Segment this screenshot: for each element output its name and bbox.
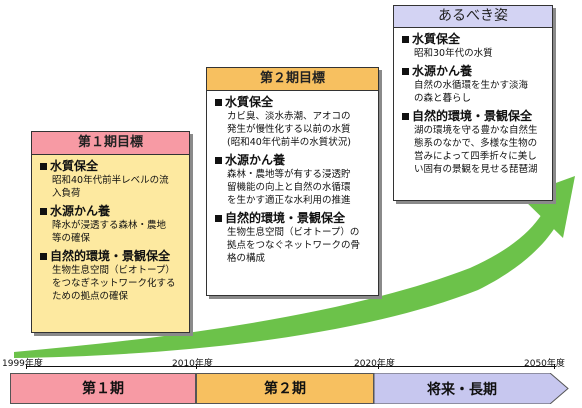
- timeline-tick: [378, 364, 379, 369]
- section-heading: 自然的環境・景観保全: [50, 249, 171, 263]
- year-label-2020: 2020年度: [354, 359, 395, 369]
- square-bullet-icon: [402, 113, 409, 120]
- phase2-landscape-section: 自然的環境・景観保全 生物生息空間（ビオトープ）の拠点をつなぐネットワークの骨格…: [215, 211, 372, 265]
- section-text: 降水が浸透する森林・農地等の確保: [52, 220, 167, 244]
- period-3-shape: [374, 373, 569, 404]
- section-text: カビ臭、淡水赤潮、アオコの発生が慢性化する以前の水質(昭和40年代前半の水質状況…: [227, 111, 352, 148]
- square-bullet-icon: [215, 215, 222, 222]
- year-label-2010: 2010年度: [172, 359, 213, 369]
- section-heading: 水源かん養: [225, 153, 286, 167]
- growth-arrow-band: [14, 214, 556, 358]
- phase2-goal-card: 第２期目標 水質保全 カビ臭、淡水赤潮、アオコの発生が慢性化する以前の水質(昭和…: [206, 67, 379, 296]
- timeline-tick: [26, 364, 27, 369]
- phase1-water-quality-section: 水質保全 昭和40年代前半レベルの流入負荷: [40, 159, 183, 200]
- section-heading: 自然的環境・景観保全: [225, 211, 346, 225]
- phase2-goal-body: 水質保全 カビ臭、淡水赤潮、アオコの発生が慢性化する以前の水質(昭和40年代前半…: [206, 91, 379, 296]
- ideal-water-quality-section: 水質保全 昭和30年代の水質: [402, 32, 546, 60]
- section-heading: 水質保全: [225, 95, 274, 109]
- square-bullet-icon: [402, 36, 409, 43]
- section-text: 湖の環境を守る豊かな自然生態系のなかで、多様な生物の営みによって四季折々に美しい…: [414, 125, 538, 175]
- year-label-1999: 1999年度: [2, 359, 43, 369]
- section-heading: 水源かん養: [412, 64, 473, 78]
- phase1-water-source-section: 水源かん養 降水が浸透する森林・農地等の確保: [40, 204, 183, 245]
- section-text: 生物生息空間（ビオトープ）の拠点をつなぐネットワークの骨格の構成: [227, 227, 361, 264]
- section-text: 森林・農地等が有する浸透貯留機能の向上と自然の水循環を生かす適正な水利用の推進: [227, 169, 351, 206]
- period-1-band: 第１期: [10, 373, 196, 404]
- section-heading: 水源かん養: [50, 204, 111, 218]
- period-3-band: 将来・長期: [374, 373, 569, 404]
- period-2-band: 第２期: [196, 373, 374, 404]
- ideal-state-card: あるべき姿 水質保全 昭和30年代の水質 水源かん養 自然の水循環を生かす淡海の…: [393, 5, 553, 201]
- ideal-state-title: あるべき姿: [393, 5, 553, 28]
- ideal-water-source-section: 水源かん養 自然の水循環を生かす淡海の森と暮らし: [402, 64, 546, 105]
- section-heading: 水質保全: [50, 159, 99, 173]
- square-bullet-icon: [215, 157, 222, 164]
- section-text: 生物生息空間（ビオトープ）をつなぎネットワーク化するための拠点の確保: [52, 265, 176, 302]
- square-bullet-icon: [215, 99, 222, 106]
- section-text: 昭和30年代の水質: [414, 48, 493, 59]
- square-bullet-icon: [40, 253, 47, 260]
- phase1-goal-body: 水質保全 昭和40年代前半レベルの流入負荷 水源かん養 降水が浸透する森林・農地…: [31, 155, 190, 333]
- timeline-tick: [554, 364, 555, 369]
- timeline-axis: [26, 366, 556, 367]
- section-heading: 水質保全: [412, 32, 461, 46]
- ideal-landscape-section: 自然的環境・景観保全 湖の環境を守る豊かな自然生態系のなかで、多様な生物の営みに…: [402, 109, 546, 176]
- section-text: 自然の水循環を生かす淡海の森と暮らし: [414, 80, 529, 104]
- square-bullet-icon: [40, 163, 47, 170]
- period-3-label: 将来・長期: [427, 381, 497, 398]
- phase2-water-quality-section: 水質保全 カビ臭、淡水赤潮、アオコの発生が慢性化する以前の水質(昭和40年代前半…: [215, 95, 372, 149]
- section-text: 昭和40年代前半レベルの流入負荷: [52, 175, 169, 199]
- phase1-goal-title: 第１期目標: [31, 131, 190, 155]
- year-label-2050: 2050年度: [524, 359, 565, 369]
- phase2-goal-title: 第２期目標: [206, 67, 379, 91]
- phase1-landscape-section: 自然的環境・景観保全 生物生息空間（ビオトープ）をつなぎネットワーク化するための…: [40, 249, 183, 303]
- ideal-state-body: 水質保全 昭和30年代の水質 水源かん養 自然の水循環を生かす淡海の森と暮らし …: [393, 28, 553, 201]
- timeline-tick: [196, 364, 197, 369]
- square-bullet-icon: [402, 68, 409, 75]
- phase2-water-source-section: 水源かん養 森林・農地等が有する浸透貯留機能の向上と自然の水循環を生かす適正な水…: [215, 153, 372, 207]
- phase1-goal-card: 第１期目標 水質保全 昭和40年代前半レベルの流入負荷 水源かん養 降水が浸透す…: [31, 131, 190, 333]
- section-heading: 自然的環境・景観保全: [412, 109, 533, 123]
- square-bullet-icon: [40, 208, 47, 215]
